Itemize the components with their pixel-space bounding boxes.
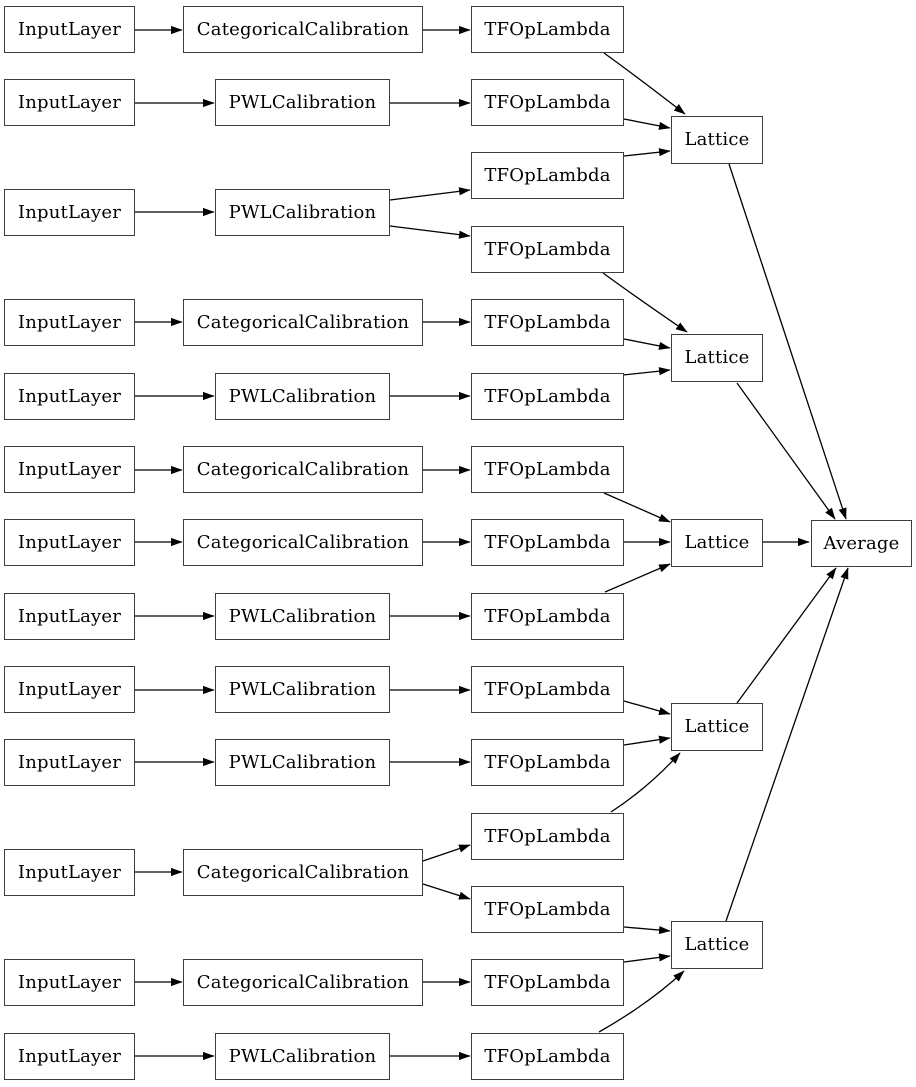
edge-cal11-tf11b	[422, 883, 471, 900]
node-input-layer-8: InputLayer	[4, 593, 135, 640]
node-tf-op-lambda-10: TFOpLambda	[471, 739, 624, 786]
node-pwl-calibration-2: PWLCalibration	[215, 79, 390, 126]
node-pwl-calibration-5: PWLCalibration	[215, 373, 390, 420]
node-lattice-5: Lattice	[671, 921, 763, 969]
node-lattice-4: Lattice	[671, 703, 763, 751]
node-input-layer-1: InputLayer	[4, 6, 135, 53]
node-input-layer-7: InputLayer	[4, 519, 135, 566]
edge-tf8-lat3	[604, 563, 671, 593]
node-categorical-calibration-12: CategoricalCalibration	[183, 959, 423, 1006]
edge-lat2-avg	[736, 382, 836, 520]
node-pwl-calibration-8: PWLCalibration	[215, 593, 390, 640]
node-tf-op-lambda-7: TFOpLambda	[471, 519, 624, 566]
node-input-layer-12: InputLayer	[4, 959, 135, 1006]
node-tf-op-lambda-8: TFOpLambda	[471, 593, 624, 640]
node-pwl-calibration-3: PWLCalibration	[215, 189, 390, 236]
edge-tf11b-lat5	[623, 925, 671, 935]
edge-tf3b-lat2	[602, 272, 688, 333]
node-tf-op-lambda-11a: TFOpLambda	[471, 813, 624, 860]
node-tf-op-lambda-4: TFOpLambda	[471, 299, 624, 346]
edge-cal11-tf11a	[422, 844, 471, 862]
edge-tf1-lat1	[603, 52, 686, 115]
node-pwl-calibration-9: PWLCalibration	[215, 666, 390, 713]
node-lattice-1: Lattice	[671, 116, 763, 164]
edge-lat5-avg	[725, 567, 849, 922]
node-lattice-3: Lattice	[671, 519, 763, 567]
edge-cal3-tf3b	[389, 225, 471, 239]
node-categorical-calibration-7: CategoricalCalibration	[183, 519, 423, 566]
node-tf-op-lambda-13: TFOpLambda	[471, 1033, 624, 1080]
edge-tf9-lat4	[623, 700, 671, 715]
edge-tf13-lat5	[598, 970, 685, 1033]
edge-tf5-lat2	[622, 367, 671, 376]
node-tf-op-lambda-3a: TFOpLambda	[471, 152, 624, 199]
node-input-layer-2: InputLayer	[4, 79, 135, 126]
node-tf-op-lambda-11b: TFOpLambda	[471, 886, 624, 933]
node-tf-op-lambda-1: TFOpLambda	[471, 6, 624, 53]
edge-tf2-lat1	[623, 118, 671, 130]
edge-tf10-lat4	[623, 735, 671, 746]
node-categorical-calibration-11: CategoricalCalibration	[183, 849, 423, 896]
edge-lat4-avg	[736, 567, 837, 704]
node-input-layer-6: InputLayer	[4, 446, 135, 493]
edge-tf3a-lat1	[623, 148, 671, 157]
node-input-layer-4: InputLayer	[4, 299, 135, 346]
node-tf-op-lambda-2: TFOpLambda	[471, 79, 624, 126]
node-input-layer-11: InputLayer	[4, 849, 135, 896]
node-tf-op-lambda-9: TFOpLambda	[471, 666, 624, 713]
node-input-layer-3: InputLayer	[4, 189, 135, 236]
node-tf-op-lambda-12: TFOpLambda	[471, 959, 624, 1006]
node-input-layer-10: InputLayer	[4, 739, 135, 786]
node-tf-op-lambda-3b: TFOpLambda	[471, 226, 624, 273]
edge-tf12-lat5	[623, 953, 671, 963]
node-tf-op-lambda-5: TFOpLambda	[471, 373, 624, 420]
edge-tf6-lat3	[603, 492, 671, 523]
edge-lat1-avg	[728, 163, 847, 520]
node-average: Average	[811, 520, 912, 567]
node-pwl-calibration-13: PWLCalibration	[215, 1033, 390, 1080]
node-categorical-calibration-4: CategoricalCalibration	[183, 299, 423, 346]
node-pwl-calibration-10: PWLCalibration	[215, 739, 390, 786]
node-input-layer-5: InputLayer	[4, 373, 135, 420]
node-categorical-calibration-1: CategoricalCalibration	[183, 6, 423, 53]
node-lattice-2: Lattice	[671, 334, 763, 382]
node-input-layer-9: InputLayer	[4, 666, 135, 713]
edge-cal3-tf3a	[389, 187, 471, 201]
node-categorical-calibration-6: CategoricalCalibration	[183, 446, 423, 493]
edge-tf4-lat2	[623, 338, 671, 350]
node-tf-op-lambda-6: TFOpLambda	[471, 446, 624, 493]
edge-tf11a-lat4	[610, 752, 681, 813]
node-input-layer-13: InputLayer	[4, 1033, 135, 1080]
